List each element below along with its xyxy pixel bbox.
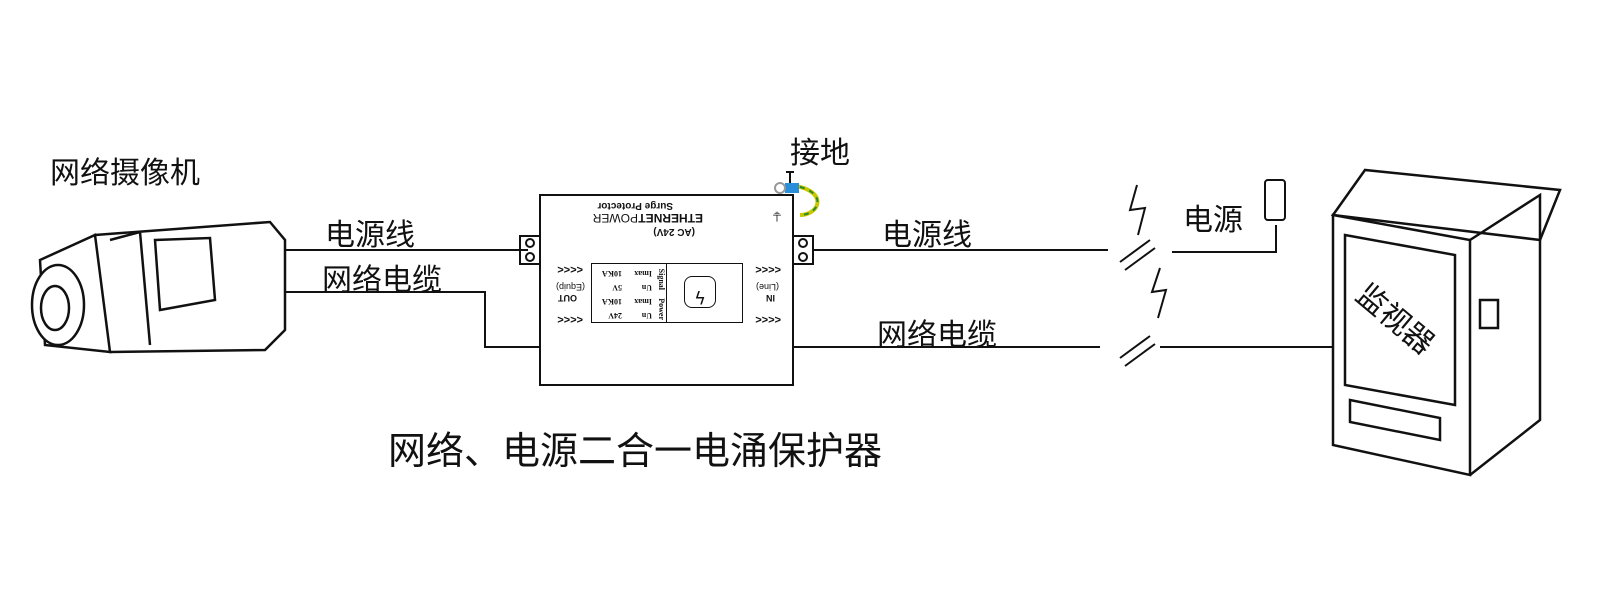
rating: (AC 24V) <box>653 226 695 237</box>
camera-cables <box>285 249 540 348</box>
power-line-left-label: 电源线 <box>325 218 415 253</box>
brand-right: POWER <box>592 211 638 225</box>
right-cables <box>793 249 1108 348</box>
network-cable-left-label: 网络电缆 <box>322 263 442 298</box>
arrows: <<<< <box>755 313 781 325</box>
spec-key: Imax <box>634 269 652 278</box>
spec-key: Un <box>641 311 652 320</box>
device-title: Surge Protector <box>597 200 673 211</box>
signal-label: Signal <box>657 268 666 290</box>
spec-value: 24V <box>608 311 622 320</box>
spec-value: 10KA <box>602 269 622 278</box>
lightning-icon <box>1128 184 1147 236</box>
lightning-icon <box>1150 267 1168 319</box>
ground-symbol-icon: ⏚ <box>770 209 783 223</box>
spec-key: Un <box>641 283 652 292</box>
caption: 网络、电源二合一电涌保护器 <box>388 429 883 473</box>
lightning-logo-icon: ϟ <box>684 276 716 308</box>
arrows: <<<< <box>557 313 583 325</box>
surge-protector-box <box>539 194 794 386</box>
monitor-illustration <box>1330 168 1562 477</box>
camera-illustration <box>30 220 287 354</box>
out-label: OUT <box>558 293 577 303</box>
device-panel-text: (AC 24V) ETHERNET POWER Surge Protector … <box>540 195 793 385</box>
arrows: <<<< <box>755 263 781 275</box>
camera-label: 网络摄像机 <box>50 156 200 191</box>
power-adapter-icon <box>1264 179 1286 221</box>
power-line-right-label: 电源线 <box>882 218 972 253</box>
brand-left: ETHERNET <box>638 211 703 225</box>
ground-label: 接地 <box>790 136 850 171</box>
spec-value: 5V <box>612 283 622 292</box>
in-sub: (Line) <box>755 282 779 292</box>
spec-table: ϟ Power Signal Un 24V Imax 10KA Un 5V Im… <box>591 263 743 323</box>
power-source-label: 电源 <box>1183 203 1243 238</box>
power-label: Power <box>657 298 666 320</box>
spec-key: Imax <box>634 297 652 306</box>
out-sub: (Equip) <box>555 282 585 292</box>
arrows: <<<< <box>557 263 583 275</box>
in-label: IN <box>766 293 775 303</box>
spec-value: 10KA <box>602 297 622 306</box>
network-cable-right-label: 网络电缆 <box>877 318 997 353</box>
